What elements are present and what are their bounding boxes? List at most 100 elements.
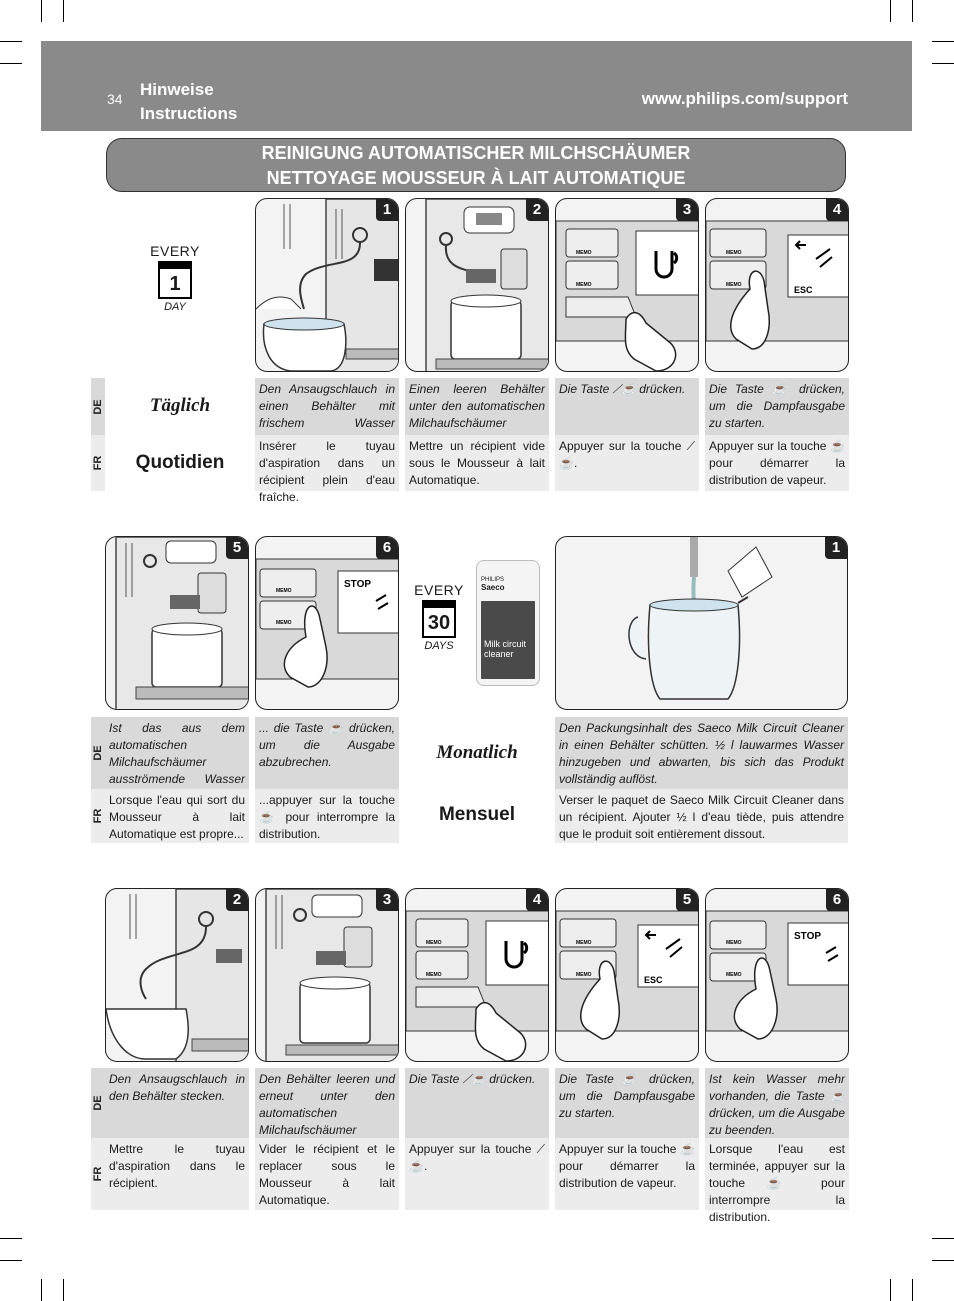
step-number: 4 <box>826 199 848 221</box>
step-illustration: MEMO MEMO 4 <box>405 888 549 1062</box>
calendar-number: 1 <box>169 273 181 295</box>
step-text-de: Den Ansaugschlauch in den Behälter steck… <box>105 1068 249 1138</box>
step-text-de: Ist das aus dem automatischen Milchaufsc… <box>105 717 249 803</box>
lang-tag-fr: FR <box>91 435 105 491</box>
step-text-fr: Appuyer sur la touche ☕ pour démarrer la… <box>705 435 849 491</box>
control-panel-stop-illustration: MEMO MEMO STOP <box>256 558 398 688</box>
calendar-every: EVERY <box>414 582 464 598</box>
step-text-fr: Insérer le tuyau d'aspiration dans un ré… <box>255 435 399 504</box>
machine-container-illustration <box>265 889 398 1061</box>
calendar-every: EVERY <box>150 243 200 259</box>
calendar-every-30-days-icon: EVERY 30 DAYS <box>404 582 474 652</box>
memo-label: MEMO <box>726 250 742 256</box>
milk-cleaner-package: PHILIPS Saeco Milk circuit cleaner <box>476 560 540 686</box>
crop-mark <box>0 1260 22 1261</box>
header-title: Hinweise Instructions <box>140 78 237 126</box>
crop-mark <box>0 1238 22 1239</box>
section-banner: REINIGUNG AUTOMATISCHER MILCHSCHÄUMER NE… <box>106 138 846 192</box>
step-text-de: Die Taste ☕ drücken, um die Dampfausgabe… <box>705 378 849 435</box>
step-text-de: Die Taste ☕ drücken, um die Dampfausgabe… <box>555 1068 699 1138</box>
memo-label: MEMO <box>426 940 442 946</box>
daily-label-de: Täglich <box>149 395 211 416</box>
step-number: 3 <box>676 199 698 221</box>
support-url[interactable]: www.philips.com/support <box>641 89 848 108</box>
step-illustration: 2 <box>105 888 249 1062</box>
step-number: 6 <box>376 537 398 559</box>
step-illustration: MEMO MEMO STOP 6 <box>255 536 399 710</box>
crop-mark <box>932 1260 954 1261</box>
step-text-fr: ...appuyer sur la touche ☕ pour interrom… <box>255 789 399 843</box>
control-panel-esc-illustration: MEMO MEMO ESC <box>706 220 848 350</box>
lang-tag-de: DE <box>91 717 105 789</box>
machine-jug-illustration <box>256 199 398 371</box>
package-label: Milk circuit cleaner <box>481 601 535 679</box>
step-text-fr: Appuyer sur la touche ☕ pour démarrer la… <box>555 1138 699 1210</box>
daily-label-fr: Quotidien <box>135 452 225 473</box>
memo-label: MEMO <box>576 282 592 288</box>
jug-pour-illustration <box>628 537 773 700</box>
calendar-every-day-icon: EVERY 1 DAY <box>140 243 210 313</box>
step-illustration: 1 <box>255 198 399 372</box>
lang-tag-de: DE <box>91 378 105 435</box>
step-text-de: Den Ansaugschlauch in einen Behälter mit… <box>255 378 399 447</box>
crop-mark <box>932 41 954 42</box>
header-title-fr: Instructions <box>140 104 238 123</box>
crop-mark <box>0 63 22 64</box>
page-header: 34 Hinweise Instructions www.philips.com… <box>41 41 912 131</box>
crop-mark <box>63 0 64 22</box>
memo-label: MEMO <box>576 972 592 978</box>
step-text-fr: Lorsque l'eau est terminée, appuyer sur … <box>705 1138 849 1224</box>
step-text-fr: Mettre un récipient vide sous le Mousseu… <box>405 435 549 491</box>
crop-mark <box>41 1279 42 1301</box>
step-text-fr: Lorsque l'eau qui sort du Mousseur à lai… <box>105 789 249 843</box>
step-text-de: ... die Taste ☕ drücken, um die Ausgabe … <box>255 717 399 789</box>
step-illustration: 1 <box>555 536 848 710</box>
calendar-box: 30 <box>422 600 456 638</box>
crop-mark <box>0 41 22 42</box>
step-text-de: Die Taste ⟋☕ drücken. <box>555 378 699 435</box>
crop-mark <box>63 1279 64 1301</box>
package-brand: PHILIPS <box>481 577 505 583</box>
step-number: 2 <box>226 889 248 911</box>
step-number: 3 <box>376 889 398 911</box>
monthly-label-de: Monatlich <box>436 742 518 763</box>
memo-label: MEMO <box>576 940 592 946</box>
step-number: 6 <box>826 889 848 911</box>
banner-title-fr: NETTOYAGE MOUSSEUR À LAIT AUTOMATIQUE <box>266 168 686 188</box>
page-number: 34 <box>107 91 123 107</box>
crop-mark <box>41 0 42 22</box>
machine-jug-illustration <box>106 889 248 1061</box>
memo-label: MEMO <box>726 972 742 978</box>
stop-label: STOP <box>344 579 371 590</box>
step-text-de: Die Taste ⟋☕ drücken. <box>405 1068 549 1138</box>
crop-mark <box>932 1238 954 1239</box>
stop-label: STOP <box>794 931 821 942</box>
step-text-fr: Mettre le tuyau d'aspiration dans le réc… <box>105 1138 249 1210</box>
step-number: 1 <box>376 199 398 221</box>
step-illustration: 5 <box>105 536 249 710</box>
control-panel-illustration: MEMO MEMO <box>406 910 548 1061</box>
esc-label: ESC <box>794 285 813 295</box>
memo-label: MEMO <box>276 620 292 626</box>
package-label-text: Milk circuit cleaner <box>484 639 526 659</box>
lang-tag-de: DE <box>91 1068 105 1138</box>
step-number: 5 <box>676 889 698 911</box>
memo-label: MEMO <box>276 588 292 594</box>
machine-container-illustration <box>115 537 248 709</box>
crop-mark <box>890 0 891 22</box>
step-text-fr: Verser le paquet de Saeco Milk Circuit C… <box>555 789 848 843</box>
machine-container-illustration <box>425 199 548 371</box>
memo-label: MEMO <box>726 282 742 288</box>
memo-label: MEMO <box>426 972 442 978</box>
step-number: 4 <box>526 889 548 911</box>
calendar-unit: DAYS <box>424 640 454 652</box>
step-text-de: Einen leeren Behälter unter den automati… <box>405 378 549 447</box>
crop-mark <box>912 1279 913 1301</box>
calendar-number: 30 <box>427 612 451 634</box>
step-number: 2 <box>526 199 548 221</box>
crop-mark <box>890 1279 891 1301</box>
